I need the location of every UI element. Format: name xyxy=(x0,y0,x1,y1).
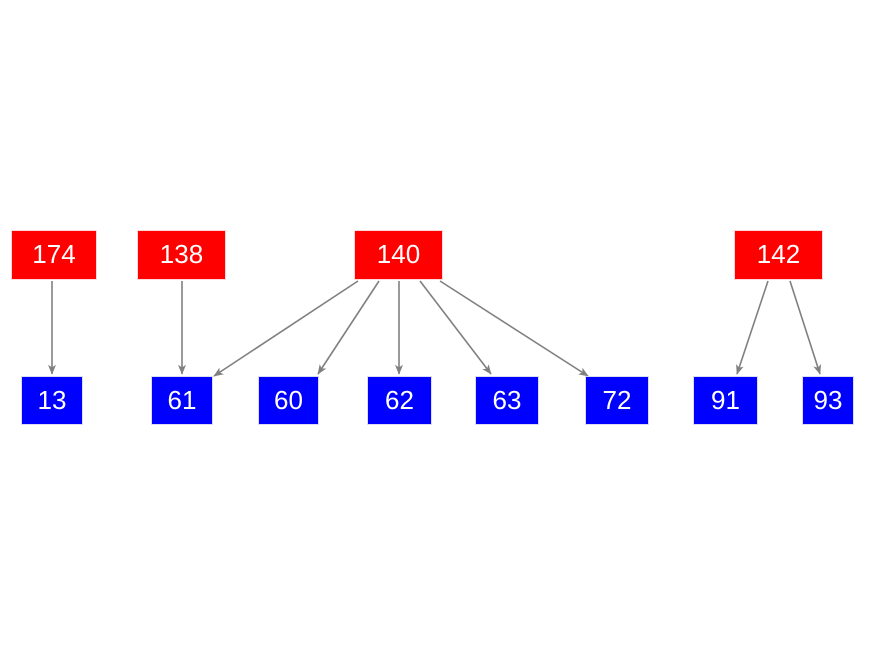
graph-node-label: 91 xyxy=(711,384,740,415)
graph-node-138[interactable]: 138 xyxy=(137,230,226,280)
graph-node-140[interactable]: 140 xyxy=(354,230,443,280)
graph-node-142[interactable]: 142 xyxy=(734,230,823,280)
graph-edge xyxy=(439,280,589,377)
graph-node-62[interactable]: 62 xyxy=(367,376,432,425)
graph-node-label: 142 xyxy=(756,239,801,269)
graph-edge xyxy=(736,280,769,375)
graph-node-61[interactable]: 61 xyxy=(151,376,213,425)
graph-node-72[interactable]: 72 xyxy=(585,376,649,425)
graph-node-label: 13 xyxy=(37,384,67,415)
graph-node-label: 138 xyxy=(159,239,204,269)
graph-node-label: 62 xyxy=(385,384,414,415)
graph-node-13[interactable]: 13 xyxy=(21,376,83,425)
graph-edge xyxy=(213,280,359,377)
graph-node-91[interactable]: 91 xyxy=(693,376,758,425)
graph-edge xyxy=(317,280,380,375)
graph-node-60[interactable]: 60 xyxy=(258,376,319,425)
graph-node-label: 174 xyxy=(32,239,76,269)
graph-node-label: 140 xyxy=(376,239,421,269)
graph-node-label: 93 xyxy=(813,384,843,415)
graph-edge xyxy=(419,280,492,375)
graph-node-63[interactable]: 63 xyxy=(475,376,539,425)
graph-node-93[interactable]: 93 xyxy=(802,376,854,425)
graph-edge xyxy=(789,280,821,375)
graph-node-174[interactable]: 174 xyxy=(11,230,97,280)
edges-group xyxy=(48,280,821,377)
graph-node-label: 72 xyxy=(602,384,632,415)
graph-node-label: 60 xyxy=(274,384,303,415)
graph-node-label: 61 xyxy=(167,384,197,415)
graph-node-label: 63 xyxy=(492,384,522,415)
